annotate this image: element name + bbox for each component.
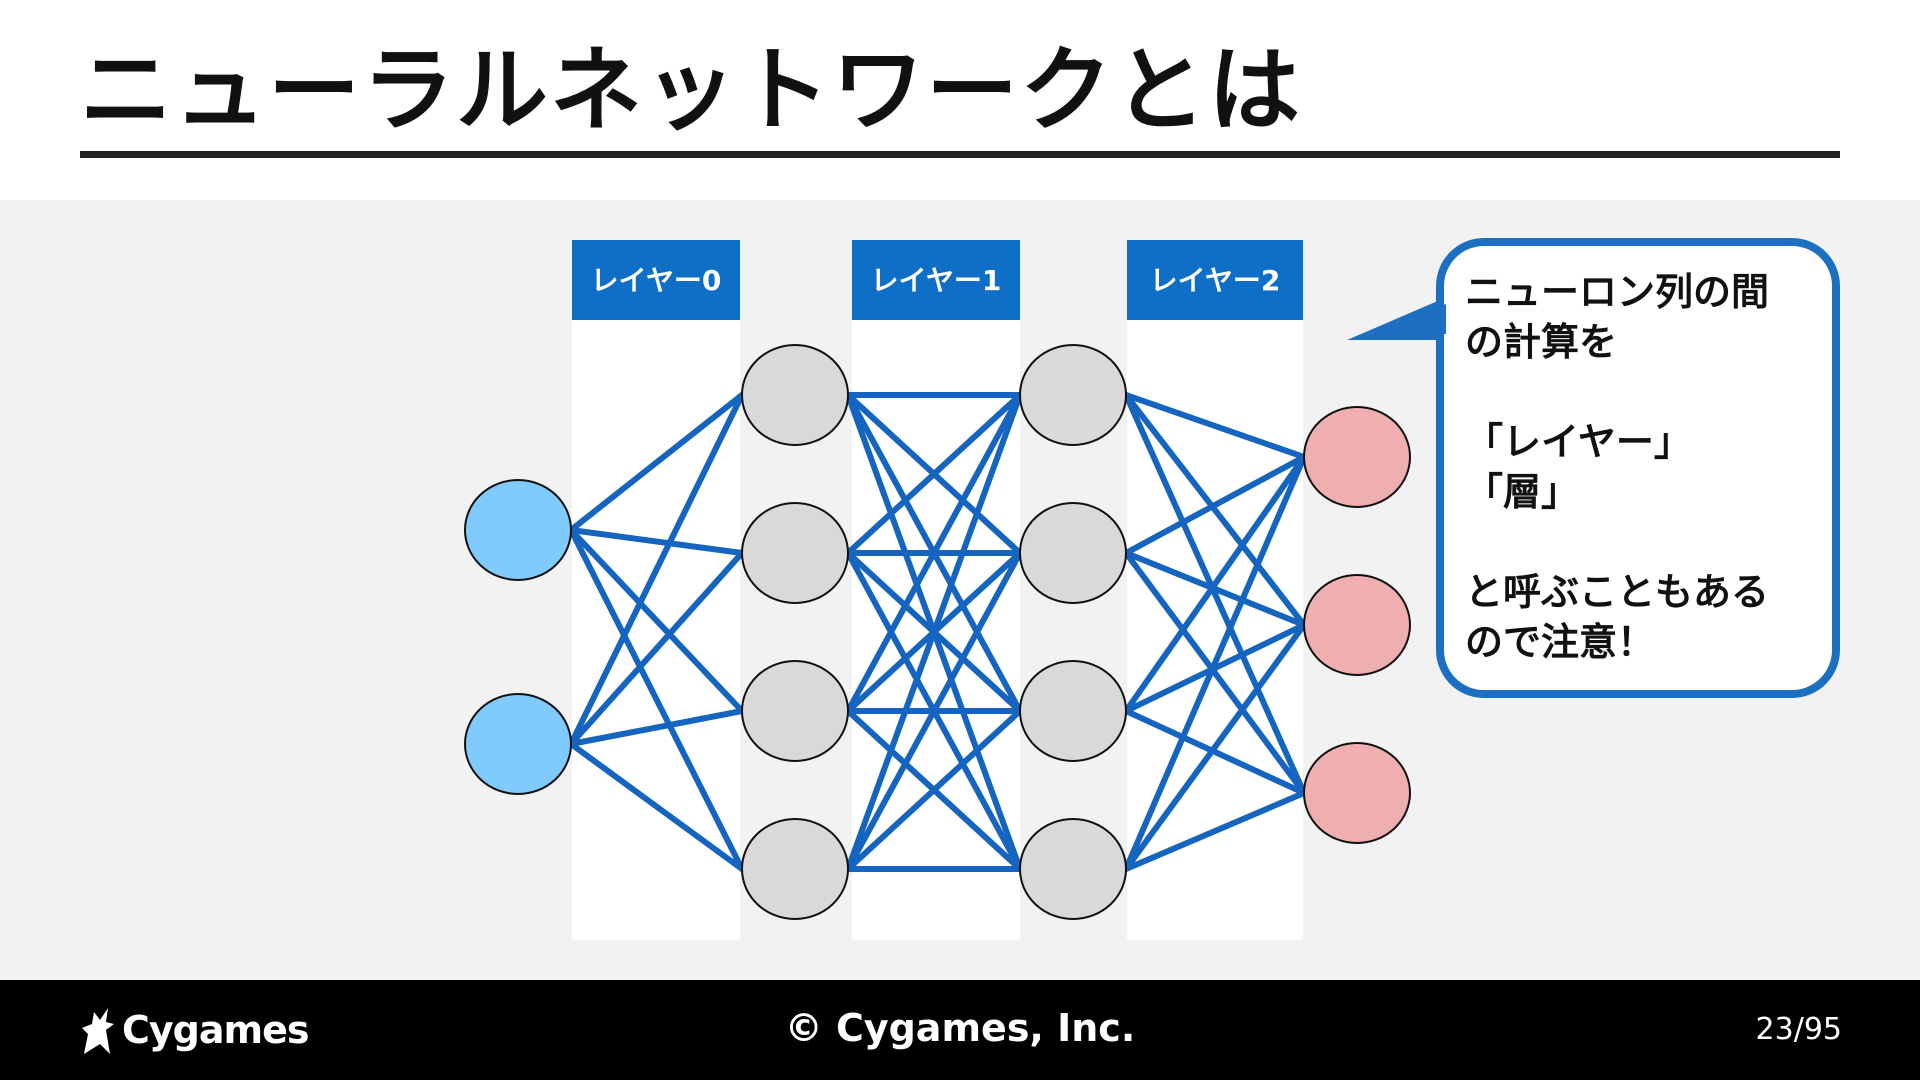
- layer-1-label: レイヤー1: [871, 264, 1002, 297]
- layer-bands: [572, 240, 1303, 940]
- cygames-mark-icon: [82, 1008, 114, 1054]
- neuron-col1-3: [741, 818, 849, 920]
- connection-0-1-3: [568, 741, 745, 872]
- copyright-text: © Cygames, Inc.: [784, 1006, 1136, 1050]
- neurons: [464, 344, 1411, 920]
- connection-2-0-0: [1123, 392, 1307, 460]
- callout-pointer-inner: [1362, 304, 1446, 336]
- callout-line-4: 「レイヤー」: [1465, 420, 1692, 464]
- connection-2-1-2: [1123, 550, 1307, 796]
- company-logo: Cygames: [78, 1004, 309, 1056]
- layer-0-band: [572, 240, 740, 940]
- layer-2-header: [1127, 240, 1303, 320]
- layer-0-label: レイヤー0: [591, 264, 722, 297]
- callout-line-7: と呼ぶこともある: [1465, 570, 1769, 614]
- neuron-col3-2: [1303, 742, 1411, 844]
- callout-line-5: 「層」: [1465, 470, 1579, 514]
- neuron-col2-1: [1019, 502, 1127, 604]
- layer-1-band: [852, 240, 1020, 940]
- connection-0-0-2: [568, 527, 745, 714]
- neuron-col3-1: [1303, 574, 1411, 676]
- connection-2-1-0: [1123, 454, 1307, 556]
- connection-2-3-2: [1123, 790, 1307, 872]
- content-area: レイヤー0 レイヤー1 レイヤー2 ニューロン列の間 の計算を 「レイヤー」 「…: [0, 200, 1920, 980]
- callout-line-1: ニューロン列の間: [1465, 270, 1769, 314]
- connection-2-3-1: [1123, 622, 1307, 872]
- connection-0-0-1: [568, 527, 745, 556]
- connection-0-1-0: [568, 392, 745, 747]
- connection-1-3-1: [845, 550, 1023, 872]
- connection-2-3-0: [1123, 454, 1307, 872]
- page-number: 23/95: [1755, 1012, 1842, 1047]
- connection-2-0-2: [1123, 392, 1307, 796]
- logo-text: Cygames: [122, 1008, 309, 1052]
- title-underline: [80, 151, 1840, 158]
- neuron-col2-0: [1019, 344, 1127, 446]
- layer-0-header: [572, 240, 740, 320]
- neuron-col1-2: [741, 660, 849, 762]
- neuron-col0-1: [464, 693, 572, 795]
- callout: ニューロン列の間 の計算を 「レイヤー」 「層」 と呼ぶこともある ので注意！: [1347, 238, 1840, 698]
- connection-1-2-0: [845, 392, 1023, 714]
- layer-1-header: [852, 240, 1020, 320]
- connection-1-3-2: [845, 708, 1023, 872]
- connection-0-0-0: [568, 392, 745, 533]
- connection-1-3-0: [845, 392, 1023, 872]
- connection-2-0-1: [1123, 392, 1307, 628]
- neuron-col2-3: [1019, 818, 1127, 920]
- callout-line-8: ので注意！: [1465, 620, 1655, 664]
- neuron-col1-1: [741, 502, 849, 604]
- neuron-col0-0: [464, 479, 572, 581]
- neuron-col3-0: [1303, 406, 1411, 508]
- neuron-col1-0: [741, 344, 849, 446]
- layer-headers: レイヤー0 レイヤー1 レイヤー2: [572, 240, 1303, 320]
- callout-line-2: の計算を: [1465, 320, 1617, 364]
- connection-0-1-2: [568, 708, 745, 747]
- connection-2-2-0: [1123, 454, 1307, 714]
- neuron-col2-2: [1019, 660, 1127, 762]
- slide-title: ニューラルネットワークとは: [80, 37, 1303, 144]
- connection-0-1-1: [568, 550, 745, 747]
- layer-2-label: レイヤー2: [1150, 264, 1281, 297]
- connection-0-0-3: [568, 527, 745, 872]
- neural-network-diagram: レイヤー0 レイヤー1 レイヤー2 ニューロン列の間 の計算を 「レイヤー」 「…: [464, 238, 1840, 940]
- footer: Cygames © Cygames, Inc. 23/95: [0, 980, 1920, 1080]
- connections: [568, 392, 1307, 872]
- callout-box: [1436, 238, 1840, 698]
- connection-1-1-0: [845, 392, 1023, 556]
